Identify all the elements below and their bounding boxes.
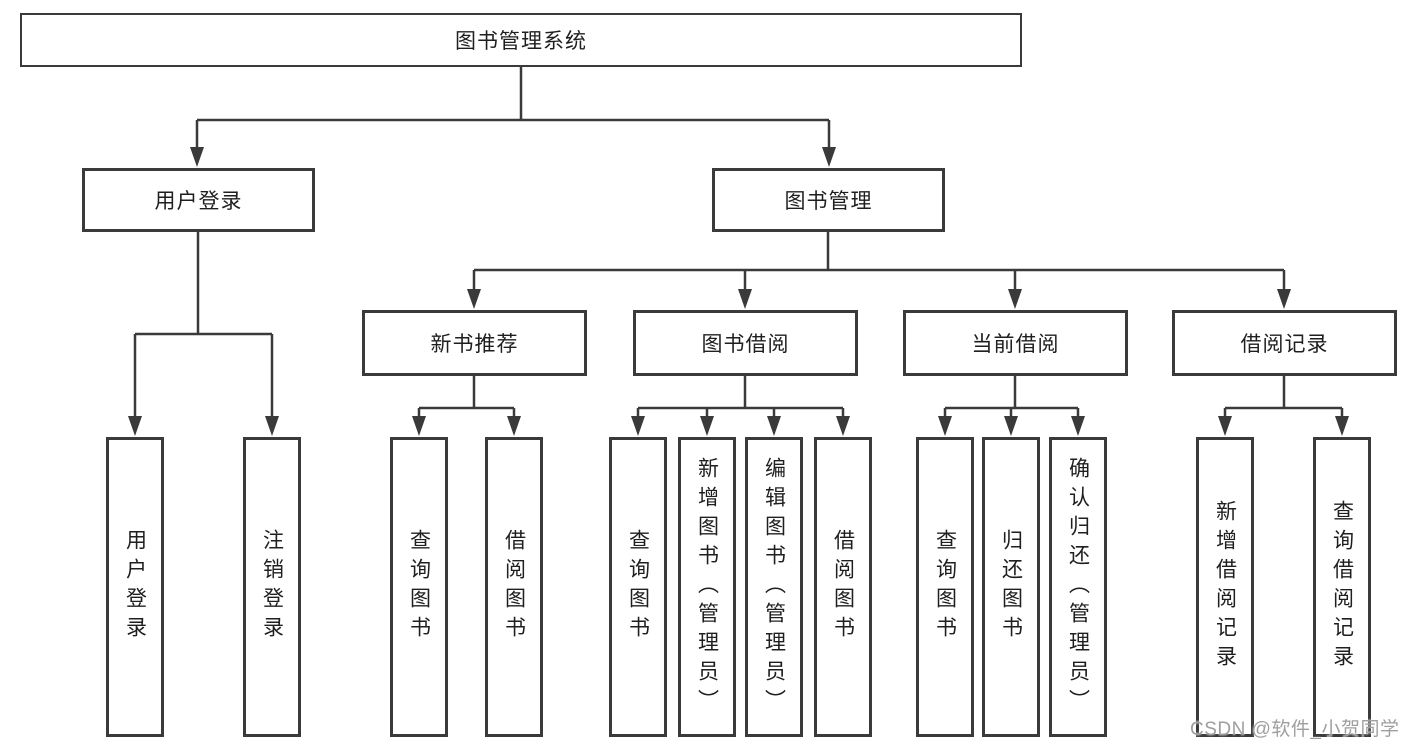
node-leaf-query-books-3: 查询图书 [916, 437, 974, 737]
node-label: 图书借阅 [701, 333, 790, 356]
node-user-login: 用户登录 [82, 168, 315, 232]
node-label: 用户登录 [123, 529, 147, 645]
node-leaf-borrow-books-1: 借阅图书 [485, 437, 543, 737]
node-label: 借阅图书 [502, 529, 526, 645]
node-label: 借阅记录 [1240, 333, 1329, 356]
node-label: 新增图书（管理员） [695, 456, 719, 718]
node-leaf-return-books: 归还图书 [982, 437, 1040, 737]
node-label: 确认归还（管理员） [1066, 456, 1090, 718]
node-book-management: 图书管理 [712, 168, 945, 232]
node-label: 图书管理 [784, 190, 873, 213]
node-library-management-system: 图书管理系统 [20, 13, 1022, 67]
node-label: 借阅图书 [831, 529, 855, 645]
node-label: 查询图书 [626, 529, 650, 645]
node-label: 用户登录 [154, 190, 243, 213]
node-borrowing-records: 借阅记录 [1172, 310, 1397, 376]
node-label: 新增借阅记录 [1213, 500, 1237, 674]
node-leaf-query-books-1: 查询图书 [390, 437, 448, 737]
node-label: 当前借阅 [971, 333, 1060, 356]
node-label: 新书推荐 [430, 333, 519, 356]
node-new-book-recommendation: 新书推荐 [362, 310, 587, 376]
node-leaf-query-books-2: 查询图书 [609, 437, 667, 737]
node-label: 图书管理系统 [455, 30, 587, 53]
node-leaf-edit-books-admin: 编辑图书（管理员） [745, 437, 803, 737]
node-label: 归还图书 [999, 529, 1023, 645]
node-leaf-add-borrow-record: 新增借阅记录 [1196, 437, 1254, 737]
node-current-borrowing: 当前借阅 [903, 310, 1128, 376]
node-label: 编辑图书（管理员） [762, 456, 786, 718]
node-leaf-borrow-books-2: 借阅图书 [814, 437, 872, 737]
node-label: 查询借阅记录 [1330, 500, 1354, 674]
node-leaf-add-books-admin: 新增图书（管理员） [678, 437, 736, 737]
node-leaf-logout: 注销登录 [243, 437, 301, 737]
node-leaf-user-login: 用户登录 [106, 437, 164, 737]
node-leaf-query-borrow-record: 查询借阅记录 [1313, 437, 1371, 737]
node-label: 注销登录 [260, 529, 284, 645]
watermark-text: CSDN @软件_小贺同学 [1190, 719, 1400, 740]
node-leaf-confirm-return-admin: 确认归还（管理员） [1049, 437, 1107, 737]
node-book-borrowing: 图书借阅 [633, 310, 858, 376]
node-label: 查询图书 [933, 529, 957, 645]
node-label: 查询图书 [407, 529, 431, 645]
